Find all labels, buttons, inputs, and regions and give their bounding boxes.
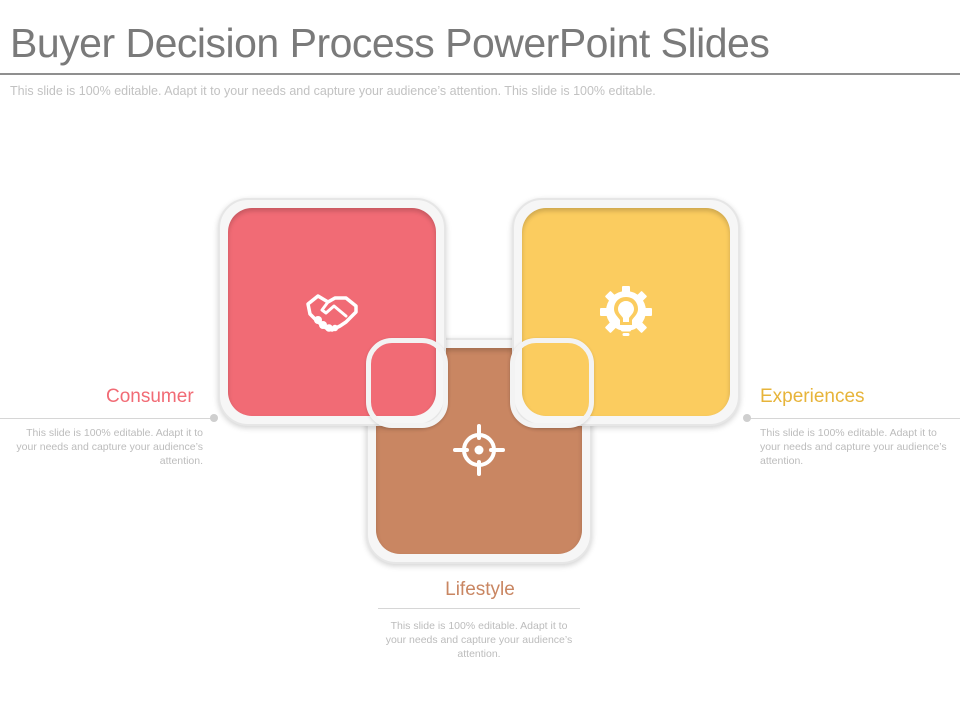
slide-subtitle: This slide is 100% editable. Adapt it to… [10, 84, 656, 98]
tile-experiences[interactable] [512, 198, 740, 426]
overlap-ring-right [510, 338, 594, 428]
consumer-connector [0, 418, 213, 419]
tile-consumer-fill [228, 208, 436, 416]
lifestyle-connector [378, 608, 580, 609]
overlap-ring-left [366, 338, 448, 428]
target-icon [453, 424, 505, 476]
lightbulb-gear-icon [600, 286, 652, 336]
consumer-connector-dot [210, 414, 218, 422]
consumer-label: Consumer [106, 386, 194, 407]
title-rule [0, 73, 960, 75]
slide-title: Buyer Decision Process PowerPoint Slides [10, 20, 770, 66]
experiences-connector [747, 418, 960, 419]
experiences-connector-dot [743, 414, 751, 422]
experiences-description: This slide is 100% editable. Adapt it to… [760, 427, 947, 467]
tile-consumer[interactable] [218, 198, 446, 426]
lifestyle-description: This slide is 100% editable. Adapt it to… [385, 620, 573, 660]
experiences-label: Experiences [760, 386, 865, 407]
handshake-icon [306, 294, 358, 332]
lifestyle-label: Lifestyle [445, 579, 515, 600]
consumer-description: This slide is 100% editable. Adapt it to… [16, 427, 203, 467]
